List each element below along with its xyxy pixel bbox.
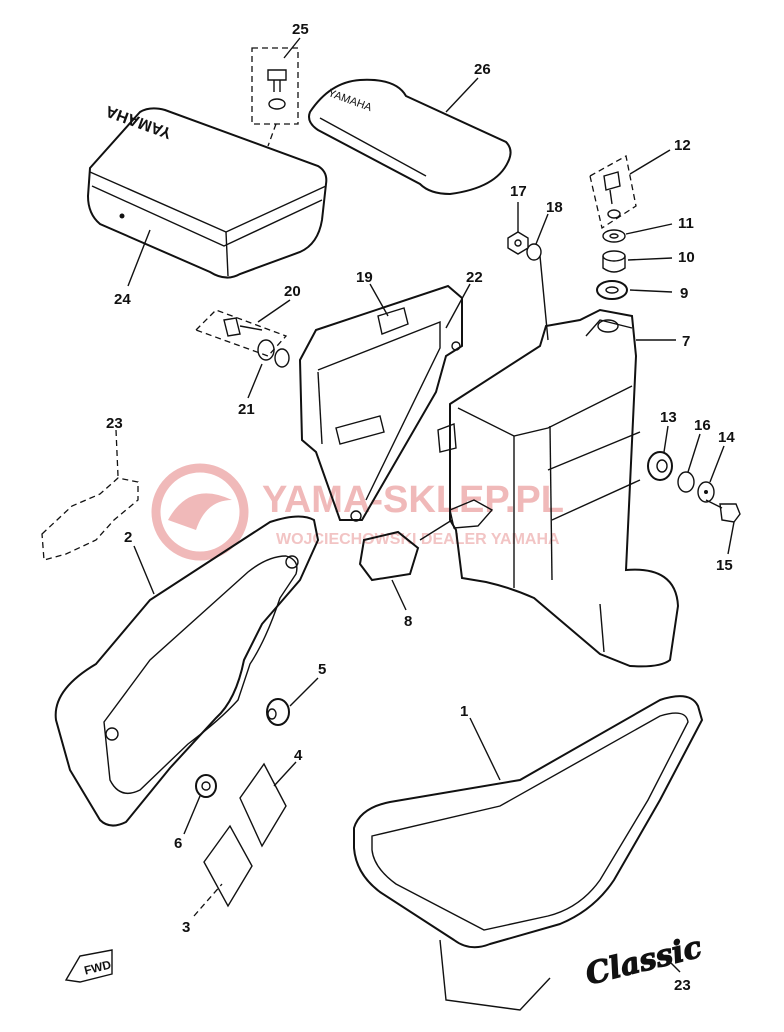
part-23-emblem-outline: [41, 477, 139, 561]
callout-16: 16: [694, 417, 711, 434]
part-18-collar: [526, 243, 549, 341]
part-15-bolt: [705, 499, 741, 523]
fwd-arrow-icon: FWD: [64, 949, 113, 983]
part-16-collar: [677, 471, 695, 493]
part-20-bolt: [194, 309, 288, 357]
part-7-oil-tank: [437, 308, 680, 668]
part-12-bolt: [589, 154, 637, 230]
callout-15: 15: [716, 557, 733, 574]
callout-20: 20: [284, 283, 301, 300]
callout-6: 6: [174, 835, 182, 852]
part-8-damper: [358, 519, 453, 582]
part-6-grommet: [195, 774, 217, 798]
part-26-cover: YAMAHA: [308, 78, 512, 196]
callout-21: 21: [238, 401, 255, 418]
watermark-subtitle: WOJCIECHOWSKI DEALER YAMAHA: [276, 531, 560, 548]
callout-1: 1: [460, 703, 468, 720]
callout-3: 3: [182, 919, 190, 936]
callout-25: 25: [292, 21, 309, 38]
callouts: 25 26 24 17 18 12 11 10 9 7 19 22 20 21 …: [106, 21, 735, 994]
watermark-logo: [151, 463, 249, 561]
part-13-grommet: [647, 451, 673, 481]
part-25-screw: [251, 47, 299, 147]
callout-2: 2: [124, 529, 132, 546]
watermark-title: YAMA-SKLEP.PL: [262, 479, 564, 521]
callout-10: 10: [678, 249, 695, 266]
watermark-logo-mark: [168, 493, 232, 530]
part-2-side-cover-left: [54, 515, 320, 827]
part-5-grommet: [266, 698, 290, 726]
fwd-mark: FWD: [83, 957, 113, 977]
cover-emblem: YAMAHA: [326, 87, 374, 114]
callout-9: 9: [680, 285, 688, 302]
part-24-toolbox: YAMAHA: [86, 102, 328, 279]
callout-24: 24: [114, 291, 131, 308]
toolbox-emblem: YAMAHA: [103, 102, 174, 142]
callout-22: 22: [466, 269, 483, 286]
callout-23-bottom: 23: [674, 977, 691, 994]
callout-19: 19: [356, 269, 373, 286]
part-19-22-bracket: [298, 284, 463, 522]
callout-4: 4: [294, 747, 303, 764]
part-10-collar: [602, 250, 626, 273]
part-21-grommet: [257, 339, 290, 368]
callout-11: 11: [678, 215, 694, 232]
callout-12: 12: [674, 137, 691, 154]
part-1-side-cover-right: [353, 695, 704, 1011]
callout-7: 7: [682, 333, 690, 350]
callout-13: 13: [660, 409, 677, 426]
part-3-4-labels: [203, 762, 287, 908]
callout-23-top: 23: [106, 415, 123, 432]
part-11-washer: [602, 229, 626, 243]
callout-5: 5: [318, 661, 326, 678]
part-14-washer: [697, 481, 715, 503]
callout-14: 14: [718, 429, 735, 446]
callout-17: 17: [510, 183, 527, 200]
leader-lines: [115, 37, 735, 973]
part-17-nut: [507, 231, 529, 255]
callout-18: 18: [546, 199, 563, 216]
part-9-grommet: [596, 280, 628, 300]
callout-26: 26: [474, 61, 491, 78]
callout-8: 8: [404, 613, 412, 630]
